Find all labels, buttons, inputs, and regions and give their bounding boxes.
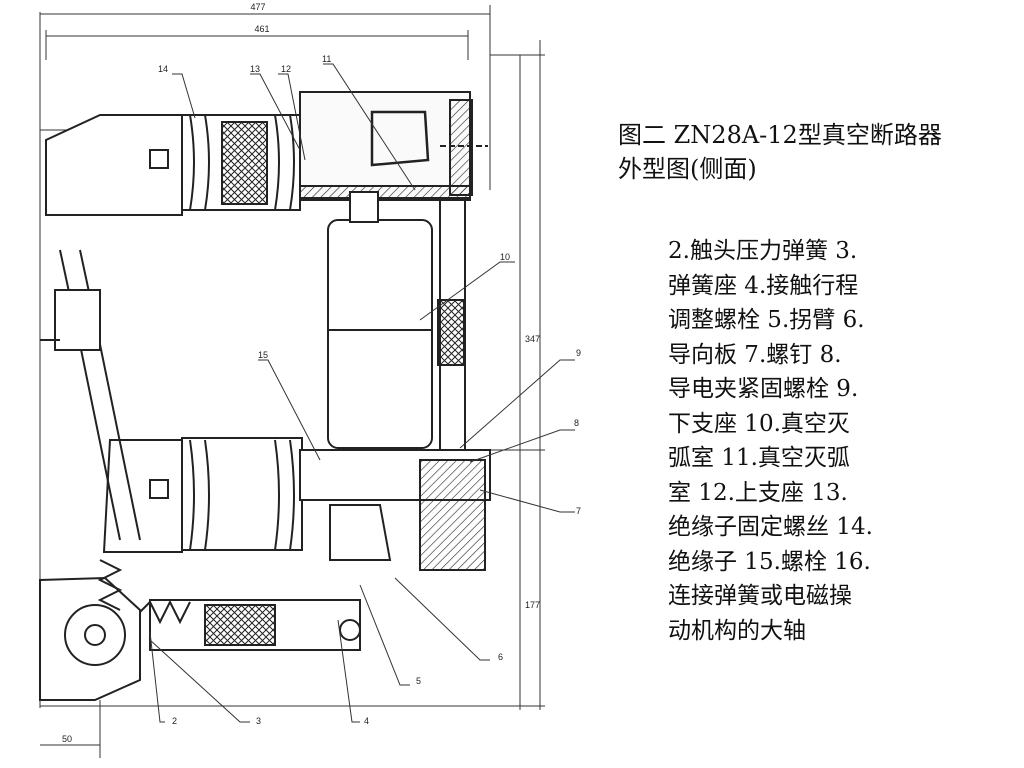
breaker-side-drawing: 477 461 347 177 50 xyxy=(39,2,581,758)
linkage-arm xyxy=(40,249,141,541)
guide-rods xyxy=(437,200,466,450)
callout-leaders xyxy=(149,63,575,723)
callout-14: 14 xyxy=(158,64,168,74)
callout-12: 12 xyxy=(281,64,291,74)
dim-lower-height: 177 xyxy=(525,600,540,610)
operating-mechanism xyxy=(39,559,361,701)
callout-2: 2 xyxy=(172,716,177,726)
callout-10: 10 xyxy=(500,252,510,262)
callout-4: 4 xyxy=(364,716,369,726)
callout-8: 8 xyxy=(574,418,579,428)
upper-insulator xyxy=(45,114,301,216)
dim-base-width: 50 xyxy=(62,734,72,744)
parts-legend: 2.触头压力弹簧 3. 弹簧座 4.接触行程 调整螺栓 5.拐臂 6. 导向板 … xyxy=(668,238,873,644)
callout-3: 3 xyxy=(256,716,261,726)
figure-title: 图二 ZN28A-12型真空断路器 外型图(侧面) xyxy=(618,121,942,183)
upper-support xyxy=(299,91,488,201)
callout-11: 11 xyxy=(322,54,331,64)
dim-upper-height: 347 xyxy=(525,334,540,344)
callout-9: 9 xyxy=(576,348,581,358)
callout-15: 15 xyxy=(258,350,268,360)
dim-overall-width: 477 xyxy=(250,2,265,12)
vacuum-interrupter xyxy=(327,191,433,489)
lower-assembly xyxy=(102,437,491,571)
callout-5: 5 xyxy=(416,676,421,686)
callout-13: 13 xyxy=(250,64,260,74)
callout-6: 6 xyxy=(498,652,503,662)
callout-7: 7 xyxy=(576,506,581,516)
dim-inner-width: 461 xyxy=(254,24,269,34)
